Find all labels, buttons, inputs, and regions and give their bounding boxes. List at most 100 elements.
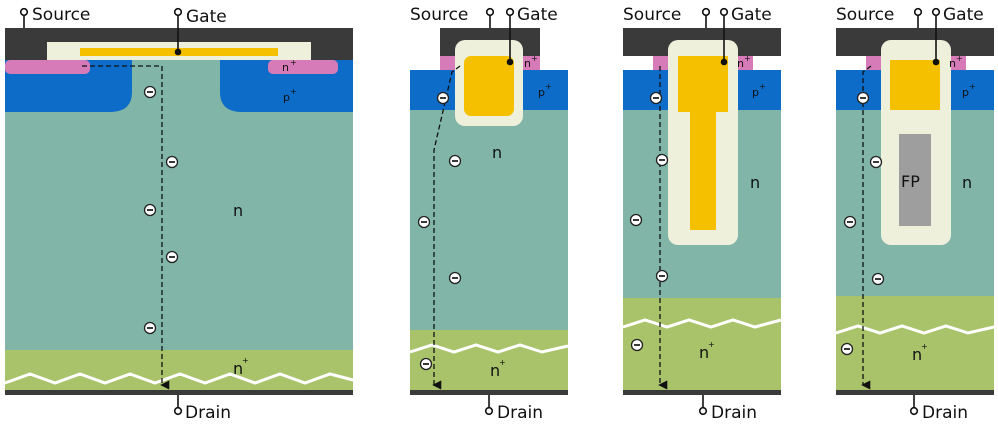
drain-label: Drain: [922, 403, 968, 423]
gate-terminal: [931, 7, 941, 17]
plus-superscript: +: [708, 340, 715, 349]
substrate-region: [5, 350, 353, 390]
n-plus-source-label: n: [737, 57, 744, 70]
electron-icon: [143, 85, 157, 99]
n-drift-label: n: [233, 201, 243, 220]
substrate-region: [623, 298, 781, 390]
electron-icon: [165, 250, 179, 264]
substrate-region: [836, 296, 994, 390]
field-plate-label: FP: [901, 172, 920, 191]
plus-superscript: +: [545, 82, 552, 91]
gate-terminal: [505, 7, 515, 17]
drain-metal: [836, 390, 994, 395]
gate-label: Gate: [186, 7, 227, 27]
source-label: Source: [410, 5, 468, 25]
drain-terminal: [909, 406, 919, 416]
electron-icon: [630, 338, 644, 352]
source-label: Source: [836, 5, 894, 25]
plus-superscript: +: [290, 58, 297, 67]
break-line: [835, 324, 995, 335]
n-plus-substrate-label: n: [490, 361, 500, 380]
field-plate-mosfet: [835, 28, 995, 395]
gate-label: Gate: [943, 5, 984, 25]
p-plus-label: p: [283, 91, 290, 104]
source-terminal: [913, 7, 923, 17]
plus-superscript: +: [531, 54, 538, 63]
n-plus-source-label: n: [524, 57, 531, 70]
drain-metal: [5, 390, 353, 395]
labels: Source Gate Drain n n + p + n + Source G…: [32, 5, 984, 423]
gate-electrode-stem: [690, 112, 716, 230]
electron-icon: [843, 215, 857, 229]
gate-electrode: [464, 56, 514, 116]
n-plus-source-label: n: [949, 57, 956, 70]
gate-label: Gate: [731, 5, 772, 25]
field-plate: [899, 134, 931, 226]
gate-electrode: [890, 60, 940, 110]
plus-superscript: +: [242, 356, 249, 365]
electron-icon: [655, 153, 669, 167]
drain-metal: [410, 390, 568, 395]
electron-icon: [649, 91, 663, 105]
terminals: [19, 7, 941, 416]
p-plus-label: p: [962, 86, 969, 99]
electron-icon: [143, 203, 157, 217]
electron-icon: [869, 155, 883, 169]
drain-label: Drain: [497, 403, 543, 423]
p-plus-label: p: [538, 86, 545, 99]
electron-icon: [165, 155, 179, 169]
source-terminal: [19, 7, 29, 17]
gate-terminal: [719, 7, 729, 17]
n-drift-label: n: [750, 173, 760, 192]
electron-icon: [655, 269, 669, 283]
plus-superscript: +: [499, 358, 506, 367]
drain-metal: [623, 390, 781, 395]
plus-superscript: +: [969, 82, 976, 91]
gate-label: Gate: [517, 5, 558, 25]
electron-icon: [629, 213, 643, 227]
drain-label: Drain: [711, 403, 757, 423]
n-plus-substrate-label: n: [699, 343, 709, 362]
p-plus-label: p: [752, 86, 759, 99]
current-path: [82, 65, 170, 390]
source-terminal: [485, 7, 495, 17]
n-drift-label: n: [962, 173, 972, 192]
gate-terminal: [173, 7, 183, 17]
gate-electrode-top: [678, 56, 728, 112]
electron-icon: [143, 321, 157, 335]
plus-superscript: +: [290, 87, 297, 96]
plus-superscript: +: [956, 54, 963, 63]
electron-icon: [417, 215, 431, 229]
drift-region: [410, 103, 568, 333]
electron-icon: [436, 91, 450, 105]
plus-superscript: +: [759, 82, 766, 91]
electron-icon: [856, 91, 870, 105]
break-line: [409, 343, 569, 354]
n-plus-source-label: n: [282, 61, 289, 74]
n-plus-substrate-label: n: [912, 345, 922, 364]
n-plus-source-left: [5, 60, 90, 74]
deep-trench-mosfet: [622, 28, 782, 395]
break-line: [622, 318, 782, 329]
plus-superscript: +: [744, 54, 751, 63]
substrate-region: [410, 330, 568, 390]
source-label: Source: [32, 5, 90, 25]
electron-icon: [419, 357, 433, 371]
electron-icon: [840, 342, 854, 356]
n-plus-substrate-label: n: [233, 359, 243, 378]
electron-icon: [448, 271, 462, 285]
planar-mosfet: [4, 28, 354, 395]
n-drift-label: n: [492, 143, 502, 162]
source-label: Source: [623, 5, 681, 25]
current-path: [861, 65, 872, 390]
current-path: [432, 65, 461, 390]
drain-terminal: [173, 406, 183, 416]
electron-icon: [448, 154, 462, 168]
plus-superscript: +: [921, 342, 928, 351]
electrons: [143, 85, 885, 371]
n-plus-source-right: [268, 60, 338, 74]
drain-terminal: [484, 406, 494, 416]
source-terminal: [701, 7, 711, 17]
trench-mosfet: [409, 28, 569, 395]
